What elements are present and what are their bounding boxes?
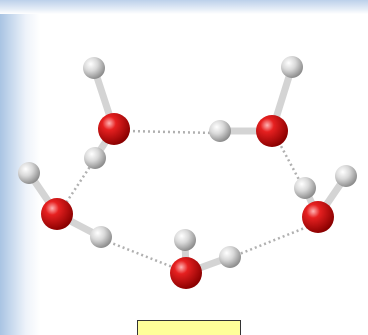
oxygen-atom: [41, 198, 73, 230]
hydrogen-atom: [294, 177, 316, 199]
hydrogen-atom: [281, 56, 303, 78]
oxygen-atom: [170, 257, 202, 289]
oxygen-atom: [302, 201, 334, 233]
hbond-top: [127, 129, 215, 135]
hbond-lower-right: [231, 221, 318, 259]
hydrogen-atoms: [18, 56, 357, 268]
hydrogen-atom: [84, 147, 106, 169]
caption-box: [137, 320, 241, 335]
oxygen-atom: [98, 113, 130, 145]
hydrogen-atom: [219, 246, 241, 268]
hydrogen-atom: [174, 229, 196, 251]
hydrogen-atom: [335, 165, 357, 187]
oxygen-atoms: [41, 113, 334, 289]
hydrogen-atom: [83, 57, 105, 79]
hydrogen-atom: [18, 162, 40, 184]
slide-top-band: [0, 0, 368, 14]
hydrogen-atom: [90, 226, 112, 248]
hydrogen-atom: [209, 120, 231, 142]
oxygen-atom: [256, 115, 288, 147]
hbond-lower-left: [103, 238, 181, 272]
hbond-left: [58, 158, 97, 213]
